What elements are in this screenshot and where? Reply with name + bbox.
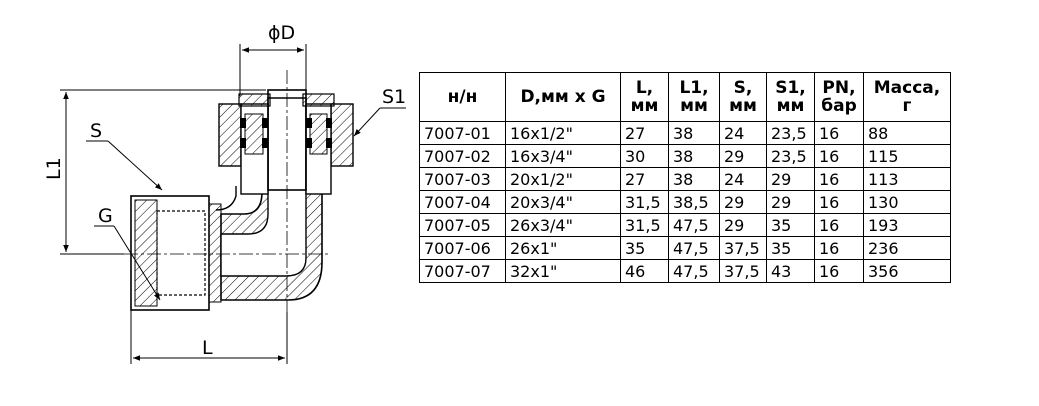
table-cell: 16 <box>814 259 864 283</box>
table-cell: 16 <box>814 167 864 191</box>
table-cell: 43 <box>766 259 815 283</box>
table-cell: 38,5 <box>668 190 720 214</box>
table-cell: 35 <box>620 236 669 260</box>
table-cell: 29 <box>766 167 815 191</box>
table-cell: 16 <box>814 144 864 168</box>
table-cell: 113 <box>863 167 951 191</box>
dim-phiD <box>239 44 307 96</box>
table-cell: 29 <box>719 213 767 237</box>
label-S1: S1 <box>382 86 406 108</box>
table-cell: 115 <box>863 144 951 168</box>
table-header-row: н/н D,мм x G L, мм L1, мм S, мм S1, мм P… <box>419 72 951 122</box>
header-mass: Масса, г <box>863 72 951 122</box>
table-cell: 31,5 <box>620 213 669 237</box>
header-s: S, мм <box>719 72 767 122</box>
label-G: G <box>98 205 113 227</box>
table-row: 7007-04 20x3/4" 31,5 38,5 29 29 16 130 <box>419 190 951 214</box>
table-cell: 7007-03 <box>419 167 506 191</box>
table-cell: 29 <box>719 144 767 168</box>
compression-nut <box>218 89 354 195</box>
table-cell: 37,5 <box>719 259 767 283</box>
leader-S <box>86 140 163 191</box>
label-phiD: ϕD <box>268 22 295 44</box>
table-cell: 47,5 <box>668 213 720 237</box>
clamp-rings <box>240 118 332 148</box>
table-row: 7007-03 20x1/2" 27 38 24 29 16 113 <box>419 167 951 191</box>
header-number: н/н <box>419 72 506 122</box>
table-cell: 38 <box>668 121 720 145</box>
centerlines <box>124 70 330 312</box>
table-cell: 35 <box>766 213 815 237</box>
table-cell: 47,5 <box>668 236 720 260</box>
table-cell: 16 <box>814 190 864 214</box>
label-L1: L1 <box>43 157 65 180</box>
table-cell: 47,5 <box>668 259 720 283</box>
leader-S1 <box>353 107 406 137</box>
table-cell: 7007-07 <box>419 259 506 283</box>
table-cell: 26x1" <box>505 236 621 260</box>
table-cell: 7007-05 <box>419 213 506 237</box>
table-cell: 7007-01 <box>419 121 506 145</box>
header-l: L, мм <box>620 72 669 122</box>
table-cell: 23,5 <box>766 121 815 145</box>
threaded-end <box>130 195 222 311</box>
table-cell: 46 <box>620 259 669 283</box>
table-cell: 29 <box>766 190 815 214</box>
table-row: 7007-02 16x3/4" 30 38 29 23,5 16 115 <box>419 144 951 168</box>
table-cell: 88 <box>863 121 951 145</box>
elbow-body <box>215 97 323 301</box>
header-d-g: D,мм x G <box>505 72 621 122</box>
table-row: 7007-05 26x3/4" 31,5 47,5 29 35 16 193 <box>419 213 951 237</box>
table-cell: 24 <box>719 121 767 145</box>
table-cell: 130 <box>863 190 951 214</box>
table-cell: 35 <box>766 236 815 260</box>
table-cell: 16 <box>814 121 864 145</box>
leader-G <box>94 225 161 301</box>
table-cell: 23,5 <box>766 144 815 168</box>
table-row: 7007-06 26x1" 35 47,5 37,5 35 16 236 <box>419 236 951 260</box>
table-cell: 38 <box>668 167 720 191</box>
table-cell: 24 <box>719 167 767 191</box>
dim-L <box>130 310 288 364</box>
table-cell: 193 <box>863 213 951 237</box>
table-cell: 16 <box>814 236 864 260</box>
dim-L1 <box>60 89 266 255</box>
table-cell: 27 <box>620 121 669 145</box>
table-cell: 26x3/4" <box>505 213 621 237</box>
table-cell: 20x1/2" <box>505 167 621 191</box>
table-cell: 31,5 <box>620 190 669 214</box>
table-cell: 16x1/2" <box>505 121 621 145</box>
table-cell: 20x3/4" <box>505 190 621 214</box>
header-pn: PN, бар <box>814 72 864 122</box>
table-cell: 29 <box>719 190 767 214</box>
table-cell: 7007-06 <box>419 236 506 260</box>
table-cell: 16x3/4" <box>505 144 621 168</box>
table-cell: 37,5 <box>719 236 767 260</box>
table-cell: 30 <box>620 144 669 168</box>
table-cell: 356 <box>863 259 951 283</box>
table-cell: 38 <box>668 144 720 168</box>
fitting-drawing: ϕD L1 L S G S1 <box>43 22 406 364</box>
specification-table: н/н D,мм x G L, мм L1, мм S, мм S1, мм P… <box>419 72 951 283</box>
table-cell: 32x1" <box>505 259 621 283</box>
table-row: 7007-07 32x1" 46 47,5 37,5 43 16 356 <box>419 259 951 283</box>
table-cell: 236 <box>863 236 951 260</box>
table-cell: 7007-04 <box>419 190 506 214</box>
table-cell: 7007-02 <box>419 144 506 168</box>
label-L: L <box>202 337 213 359</box>
header-s1: S1, мм <box>766 72 815 122</box>
header-l1: L1, мм <box>668 72 720 122</box>
table-cell: 27 <box>620 167 669 191</box>
table-cell: 16 <box>814 213 864 237</box>
label-S: S <box>90 120 102 142</box>
table-row: 7007-01 16x1/2" 27 38 24 23,5 16 88 <box>419 121 951 145</box>
